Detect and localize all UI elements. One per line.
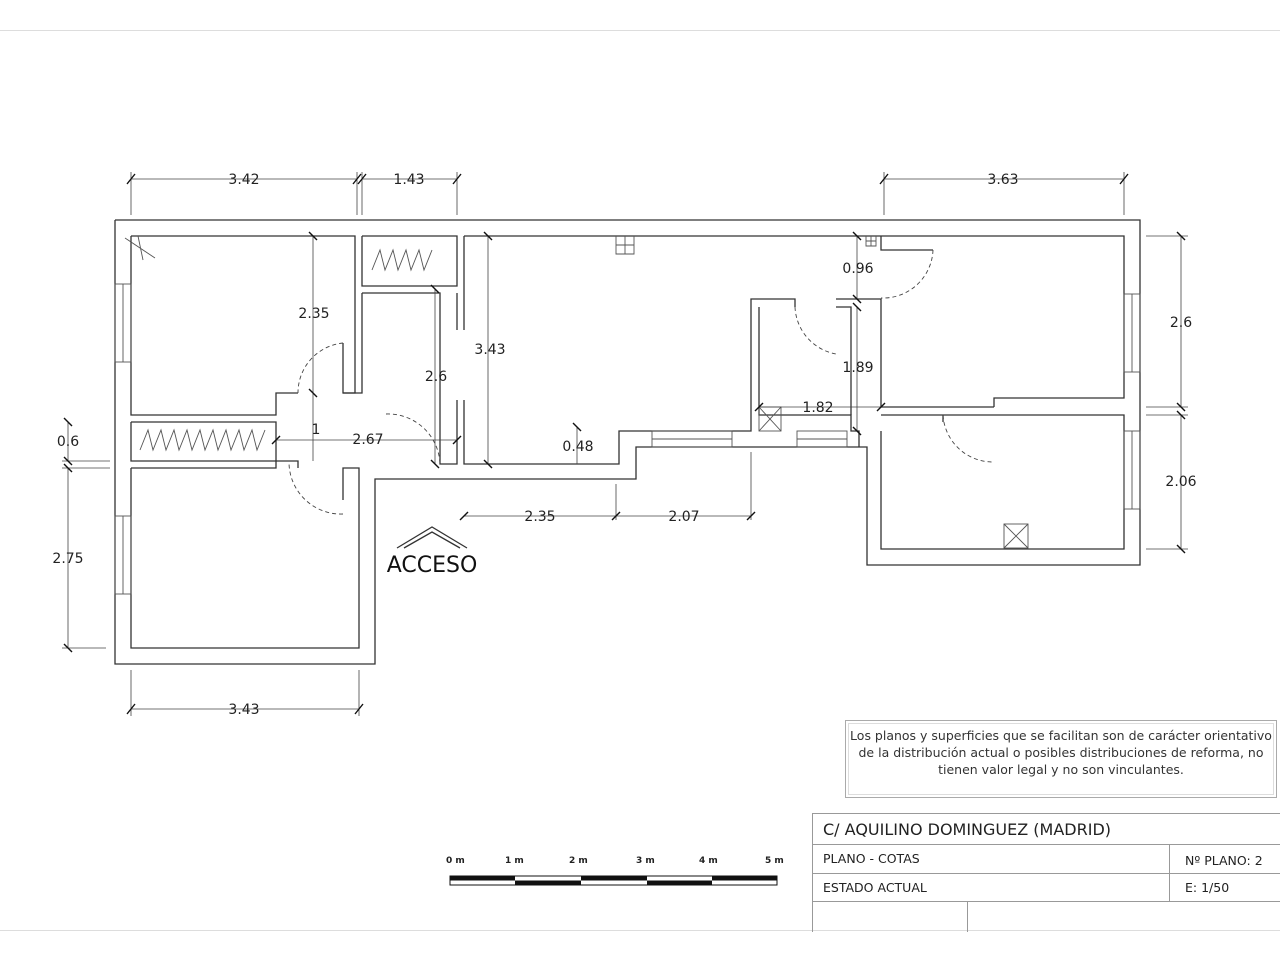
bottom-border-line — [0, 930, 1280, 931]
wardrobes — [139, 248, 433, 452]
scale-label: 0 m — [446, 856, 465, 866]
dim-label: 2.35 — [298, 306, 329, 322]
plan-scale: E: 1/50 — [1185, 880, 1230, 895]
dimension-ticks — [63, 173, 1186, 715]
title-block-divider — [813, 901, 1280, 902]
dim-label: 3.42 — [228, 172, 259, 188]
scale-label: 5 m — [765, 856, 784, 866]
dim-label: 3.43 — [474, 342, 505, 358]
address-title: C/ AQUILINO DOMINGUEZ (MADRID) — [823, 820, 1111, 839]
dim-label: 0.96 — [842, 261, 873, 277]
top-border-line — [0, 30, 1280, 31]
scale-bar — [449, 875, 778, 886]
access-arrow — [396, 526, 468, 549]
disclaimer-frame — [848, 723, 1274, 795]
plan-number: Nº PLANO: 2 — [1185, 853, 1263, 868]
shafts — [124, 235, 1029, 549]
dim-label: 3.43 — [228, 702, 259, 718]
dim-label: 2.07 — [668, 509, 699, 525]
dim-label: 2.67 — [352, 432, 383, 448]
dim-label: 1.43 — [393, 172, 424, 188]
plan-type: PLANO - COTAS — [823, 851, 920, 866]
walls — [114, 219, 1141, 665]
dim-label: 1.89 — [842, 360, 873, 376]
dim-label: 0.6 — [57, 434, 79, 450]
title-block-divider — [813, 844, 1280, 845]
scale-label: 3 m — [636, 856, 655, 866]
dim-label: 3.63 — [987, 172, 1018, 188]
windows — [114, 283, 1141, 595]
door-swings — [288, 249, 993, 515]
title-block: C/ AQUILINO DOMINGUEZ (MADRID) PLANO - C… — [812, 813, 1280, 932]
dim-label: 2.06 — [1165, 474, 1196, 490]
scale-label: 2 m — [569, 856, 588, 866]
disclaimer-text: Los planos y superficies que se facilita… — [850, 728, 1272, 777]
dimension-labels: 3.42 1.43 3.63 2.35 3.43 2.6 0.96 2.6 1.… — [52, 172, 1196, 718]
dim-label: 2.75 — [52, 551, 83, 567]
scale-label: 4 m — [699, 856, 718, 866]
dim-label: 2.35 — [524, 509, 555, 525]
title-block-divider — [1169, 844, 1170, 901]
dim-label: 1 — [312, 422, 321, 438]
disclaimer-box: Los planos y superficies que se facilita… — [845, 720, 1277, 798]
dim-label: 2.6 — [425, 369, 447, 385]
dim-label: 1.82 — [802, 400, 833, 416]
title-block-divider — [813, 873, 1280, 874]
title-block-divider — [967, 901, 968, 932]
access-label: ACCESO — [387, 553, 478, 578]
dim-label: 2.6 — [1170, 315, 1192, 331]
scale-label: 1 m — [505, 856, 524, 866]
dim-label: 0.48 — [562, 439, 593, 455]
plan-state: ESTADO ACTUAL — [823, 880, 927, 895]
